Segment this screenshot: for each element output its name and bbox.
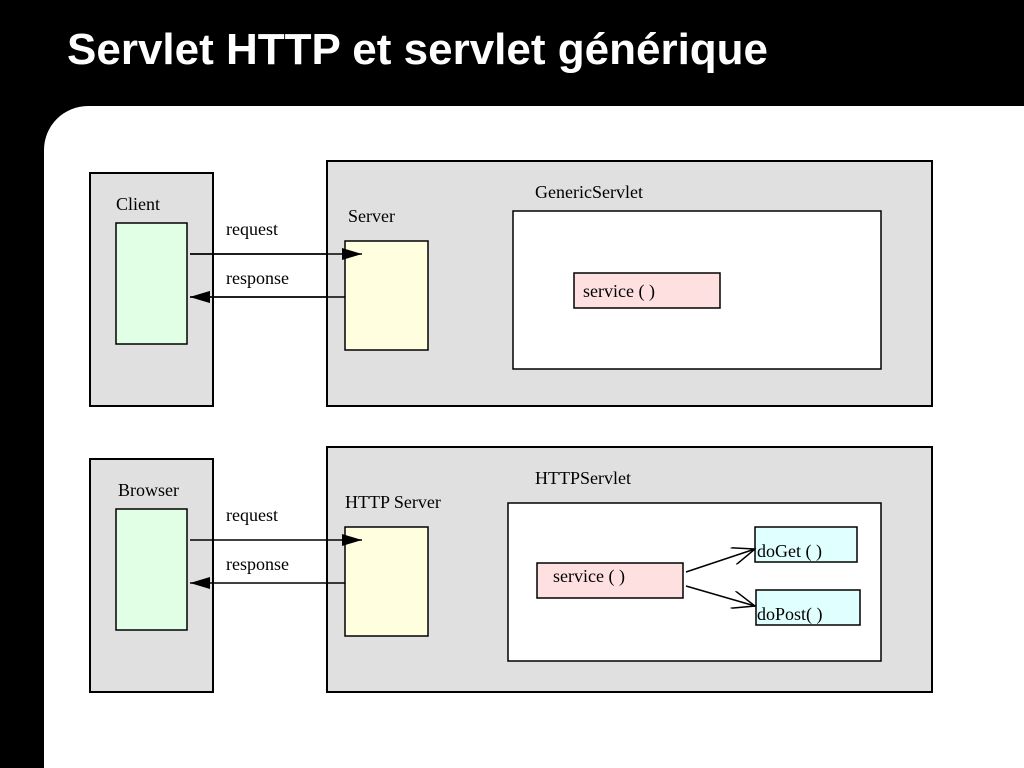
dopost-method-box [755,589,861,626]
service-method-box [573,272,721,309]
http-server-box [344,526,429,637]
dopost-method-label: doPost( ) [757,604,823,625]
browser-label: Browser [118,480,179,500]
generic-servlet-diagram: Client request response Server GenericSe… [89,160,933,407]
http-service-method-label: service ( ) [553,566,625,587]
server-box [344,240,429,351]
http-servlet-diagram: Browser HTTP Server request response HTT… [89,446,933,693]
client-label: Client [116,194,160,214]
client-box [115,222,188,345]
service-method-label: service ( ) [583,281,655,302]
response-label: response [226,268,289,288]
http-service-method-box [536,562,684,599]
http-server-label: HTTP Server [345,492,441,512]
service-to-dopost-arrow [685,585,755,606]
client-panel [89,172,214,407]
doget-method-box [754,526,858,563]
doget-method-label: doGet ( ) [757,541,822,562]
server-label: Server [348,206,395,226]
request-label: request [226,219,278,239]
browser-box [115,508,188,631]
http-request-label: request [226,505,278,525]
service-to-doget-arrow [685,549,755,573]
servlet-label: GenericServlet [535,182,643,202]
http-response-label: response [226,554,289,574]
slide-title: Servlet HTTP et servlet générique [67,25,769,74]
http-servlet-label: HTTPServlet [535,468,631,488]
